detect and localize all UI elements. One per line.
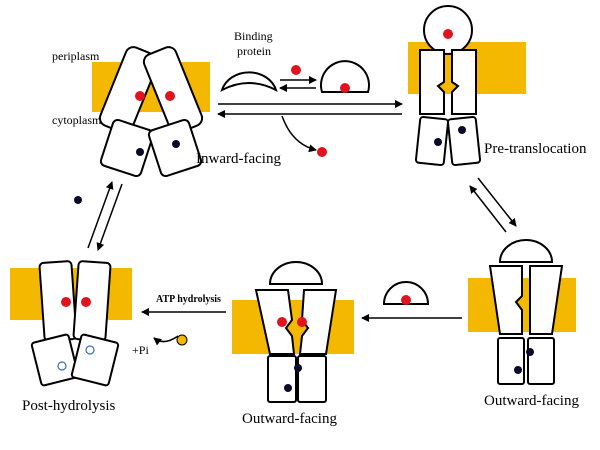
substrate-dot bbox=[443, 29, 453, 39]
inward-facing-label: Inward-facing bbox=[196, 151, 281, 167]
substrate-dot bbox=[317, 147, 327, 157]
state-pre-translocation: Pre-translocation bbox=[408, 5, 587, 167]
ion-dot bbox=[434, 138, 442, 146]
post-hydrolysis-label: Post-hydrolysis bbox=[22, 398, 116, 414]
state-inward-facing: periplasm cytoplasm Inward-facing bbox=[52, 46, 281, 178]
empty-ion-site bbox=[57, 361, 67, 371]
binding-protein-open bbox=[268, 261, 324, 285]
atp-hydrolysis-step: ATP hydrolysis +Pi bbox=[132, 294, 226, 357]
ion-dot bbox=[514, 366, 522, 374]
ion-dot bbox=[458, 126, 466, 134]
nbd-left bbox=[30, 333, 80, 387]
substrate-release-arrow bbox=[281, 115, 317, 153]
nbd-right bbox=[297, 355, 327, 403]
substrate-dot bbox=[291, 65, 301, 75]
arrow-to-outward-facing bbox=[477, 177, 517, 227]
binding-protein-label-line2: protein bbox=[237, 44, 271, 58]
ion-dot bbox=[284, 384, 292, 392]
ion-dot bbox=[526, 348, 534, 356]
substrate-dot bbox=[277, 317, 287, 327]
nbd-right bbox=[446, 115, 482, 167]
substrate-dot bbox=[297, 317, 307, 327]
periplasm-label: periplasm bbox=[52, 49, 100, 63]
binding-protein-label-line1: Binding bbox=[234, 29, 273, 43]
ion-dot bbox=[294, 364, 302, 372]
pi-release-arrow bbox=[153, 335, 179, 346]
nbd-right bbox=[527, 337, 555, 385]
arrow-to-post-hydrolysis-vert bbox=[96, 183, 123, 251]
state-outward-facing-right: Outward-facing bbox=[468, 239, 579, 409]
pre-translocation-label: Pre-translocation bbox=[484, 141, 587, 157]
substrate-dot bbox=[401, 295, 411, 305]
ion-dot bbox=[136, 148, 144, 156]
nbd-left bbox=[497, 337, 525, 385]
substrate-dot bbox=[165, 91, 175, 101]
nbd-left bbox=[414, 115, 450, 167]
substrate-dot bbox=[135, 91, 145, 101]
arrow-to-inward-facing-vert bbox=[87, 181, 114, 249]
outward-facing-center-label: Outward-facing bbox=[242, 411, 337, 427]
pi-label: +Pi bbox=[132, 343, 149, 357]
nbd-left bbox=[267, 355, 297, 403]
outward-facing-right-label: Outward-facing bbox=[484, 393, 579, 409]
tm-domain-left bbox=[38, 260, 78, 342]
tm-domain-right bbox=[72, 260, 112, 342]
tm-domains bbox=[419, 49, 477, 115]
binding-protein-empty bbox=[220, 71, 278, 93]
substrate-dot bbox=[340, 83, 350, 93]
state-post-hydrolysis: Post-hydrolysis bbox=[10, 260, 132, 414]
state-outward-facing-center: Outward-facing bbox=[232, 261, 354, 427]
binding-protein-loaded bbox=[320, 60, 370, 93]
substrate-dot bbox=[81, 297, 91, 307]
nbd-right bbox=[147, 118, 203, 178]
binding-protein-docked bbox=[498, 239, 554, 263]
nbd-right bbox=[70, 333, 120, 387]
atp-dot bbox=[176, 334, 188, 346]
binding-protein-released bbox=[382, 281, 430, 305]
ion-dot bbox=[74, 196, 82, 204]
binding-protein-exchange: Binding protein bbox=[217, 29, 403, 157]
tm-domains bbox=[488, 265, 564, 335]
empty-ion-site bbox=[85, 345, 95, 355]
substrate-dot bbox=[61, 297, 71, 307]
nbd-left bbox=[99, 118, 155, 178]
ion-dot bbox=[172, 140, 180, 148]
cytoplasm-label: cytoplasm bbox=[52, 113, 102, 127]
arrow-to-pre-translocation-diag bbox=[469, 185, 507, 233]
atp-hydrolysis-label: ATP hydrolysis bbox=[156, 294, 221, 305]
